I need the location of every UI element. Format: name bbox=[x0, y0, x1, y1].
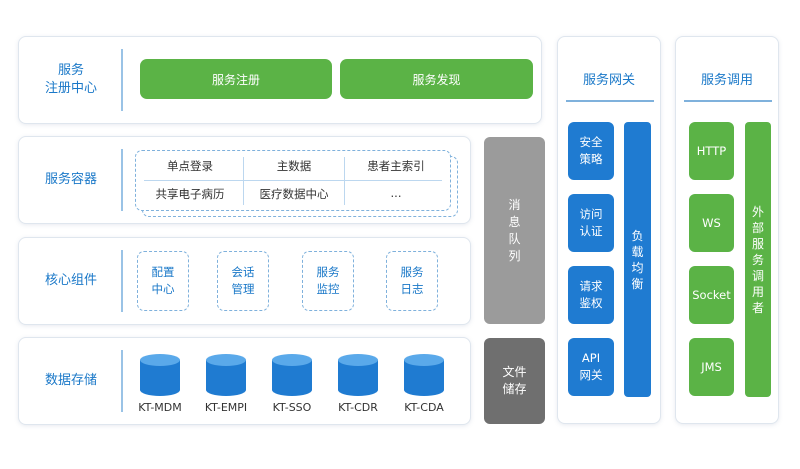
cell-master-data: 主数据 bbox=[276, 159, 312, 173]
storage-panel: 数据存储 KT-MDM KT-EMPI KT-SSO KT-CDR KT-CDA bbox=[18, 337, 471, 425]
core-item-config-center[interactable]: 配置 中心 bbox=[137, 251, 189, 311]
gateway-security-policy-button[interactable]: 安全 策略 bbox=[568, 122, 614, 180]
core-item-config-l1: 配置 bbox=[151, 265, 175, 279]
database-icon bbox=[338, 354, 378, 396]
container-panel: 服务容器 单点登录 主数据 患者主索引 共享电子病历 医疗数据中心 ... bbox=[18, 136, 471, 224]
file-storage-l2: 储存 bbox=[502, 382, 527, 396]
message-queue-box: 消 息 队 列 bbox=[484, 137, 545, 324]
registry-label: 服务 注册中心 bbox=[19, 37, 123, 123]
core-item-monitor-l2: 监控 bbox=[316, 282, 340, 296]
invoke-panel: 服务调用 HTTP WS Socket JMS 外 部 服 务 调 用 者 bbox=[675, 36, 779, 424]
ext-char-5: 调 bbox=[751, 268, 764, 283]
gw-item4-l2: 网关 bbox=[579, 368, 603, 382]
gw-item4-l1: API bbox=[581, 351, 601, 365]
invoke-title: 服务调用 bbox=[700, 73, 753, 88]
core-item-session-mgmt[interactable]: 会话 管理 bbox=[217, 251, 269, 311]
database-icon bbox=[206, 354, 246, 396]
lb-char-3: 均 bbox=[631, 260, 644, 275]
gw-item2-l2: 认证 bbox=[579, 224, 603, 238]
file-storage-l1: 文件 bbox=[502, 365, 527, 379]
db-label-mdm: KT-MDM bbox=[138, 401, 182, 414]
gw-item1-l1: 安全 bbox=[579, 135, 603, 149]
cell-more: ... bbox=[390, 186, 402, 200]
core-item-service-monitor[interactable]: 服务 监控 bbox=[302, 251, 354, 311]
db-label-cdr: KT-CDR bbox=[338, 401, 378, 414]
invoke-socket-button[interactable]: Socket bbox=[689, 266, 734, 324]
core-panel: 核心组件 配置 中心 会话 管理 服务 监控 服务 日志 bbox=[18, 237, 471, 325]
gateway-request-authz-button[interactable]: 请求 鉴权 bbox=[568, 266, 614, 324]
database-icon bbox=[272, 354, 312, 396]
service-discover-button[interactable]: 服务发现 bbox=[340, 59, 533, 99]
core-item-monitor-l1: 服务 bbox=[316, 265, 340, 279]
registry-label-line2: 注册中心 bbox=[44, 81, 97, 96]
db-label-empi: KT-EMPI bbox=[204, 401, 248, 414]
core-item-log-l2: 日志 bbox=[400, 282, 424, 296]
invoke-title-line bbox=[684, 100, 772, 102]
gw-item2-l1: 访问 bbox=[579, 207, 603, 221]
external-caller-bar: 外 部 服 务 调 用 者 bbox=[745, 122, 771, 397]
gw-item1-l2: 策略 bbox=[579, 152, 603, 166]
core-divider bbox=[121, 250, 123, 312]
gateway-panel: 服务网关 安全 策略 访问 认证 请求 鉴权 API 网关 负 载 均 衡 bbox=[557, 36, 661, 424]
cell-medical-data-center: 医疗数据中心 bbox=[259, 187, 329, 201]
container-stack-front: 单点登录 主数据 患者主索引 共享电子病历 医疗数据中心 ... bbox=[135, 150, 451, 211]
cell-empi: 患者主索引 bbox=[367, 159, 425, 173]
load-balance-bar: 负 载 均 衡 bbox=[624, 122, 651, 397]
database-icon bbox=[140, 354, 180, 396]
core-item-session-l1: 会话 bbox=[231, 265, 255, 279]
ext-char-4: 务 bbox=[751, 252, 764, 267]
invoke-ws-button[interactable]: WS bbox=[689, 194, 734, 252]
ext-char-6: 用 bbox=[751, 284, 764, 299]
service-register-button[interactable]: 服务注册 bbox=[140, 59, 332, 99]
registry-divider bbox=[121, 49, 123, 111]
ext-char-3: 服 bbox=[751, 236, 764, 251]
database-icon bbox=[404, 354, 444, 396]
cell-sso: 单点登录 bbox=[167, 159, 213, 173]
container-label: 服务容器 bbox=[44, 172, 97, 187]
gateway-title: 服务网关 bbox=[582, 73, 635, 88]
registry-label-line1: 服务 bbox=[57, 63, 84, 78]
core-item-service-log[interactable]: 服务 日志 bbox=[386, 251, 438, 311]
registry-panel: 服务 注册中心 服务注册 服务发现 bbox=[18, 36, 542, 124]
lb-char-2: 载 bbox=[631, 244, 644, 259]
container-divider bbox=[121, 149, 123, 211]
db-label-cda: KT-CDA bbox=[404, 401, 444, 414]
mq-char-1: 消 bbox=[508, 197, 521, 212]
file-storage-box: 文件 储存 bbox=[484, 338, 545, 424]
storage-label: 数据存储 bbox=[44, 373, 97, 388]
gw-item3-l2: 鉴权 bbox=[579, 296, 603, 310]
mq-char-4: 列 bbox=[508, 248, 521, 263]
storage-divider bbox=[121, 350, 123, 412]
core-item-log-l1: 服务 bbox=[400, 265, 424, 279]
invoke-jms-button[interactable]: JMS bbox=[689, 338, 734, 396]
ext-char-7: 者 bbox=[751, 300, 764, 315]
mq-char-3: 队 bbox=[508, 231, 521, 246]
cell-shared-emr: 共享电子病历 bbox=[155, 187, 225, 201]
core-label: 核心组件 bbox=[44, 273, 97, 288]
gateway-access-auth-button[interactable]: 访问 认证 bbox=[568, 194, 614, 252]
ext-char-2: 部 bbox=[751, 220, 764, 235]
gw-item3-l1: 请求 bbox=[579, 279, 603, 293]
core-item-config-l2: 中心 bbox=[151, 282, 175, 296]
lb-char-1: 负 bbox=[631, 228, 644, 243]
gateway-api-gateway-button[interactable]: API 网关 bbox=[568, 338, 614, 396]
db-label-sso: KT-SSO bbox=[272, 401, 312, 414]
invoke-http-button[interactable]: HTTP bbox=[689, 122, 734, 180]
ext-char-1: 外 bbox=[751, 204, 764, 219]
core-item-session-l2: 管理 bbox=[231, 282, 255, 296]
mq-char-2: 息 bbox=[508, 214, 521, 229]
lb-char-4: 衡 bbox=[631, 276, 644, 291]
gateway-title-line bbox=[566, 100, 654, 102]
